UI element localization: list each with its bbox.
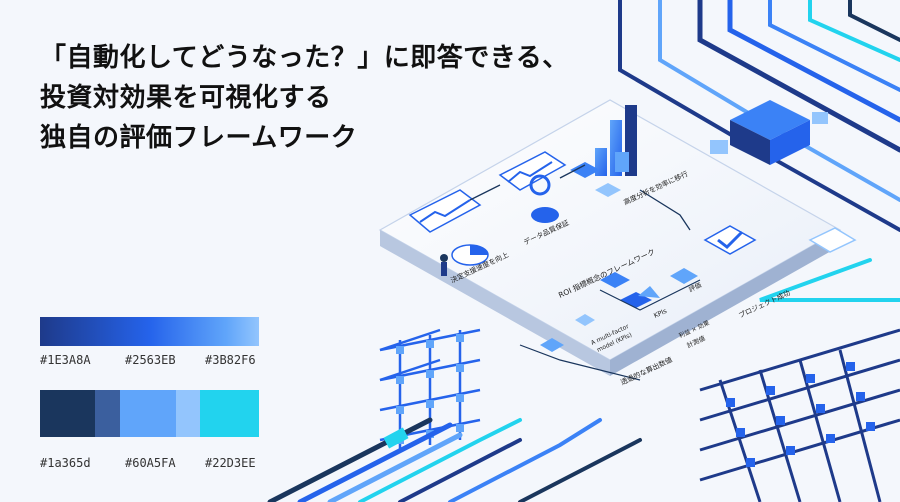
cable-plug	[383, 427, 409, 449]
flow-cards	[408, 105, 691, 276]
lattice-right-nodes	[726, 362, 875, 467]
primary-color-label-1: #1E3A8A	[40, 353, 91, 367]
headline: 「自動化してどうなった？」に即答できる、 投資対効果を可視化する 独自の評価フレ…	[40, 38, 600, 158]
swatch-sky-blue	[120, 390, 176, 437]
secondary-color-label-3: #22D3EE	[205, 456, 256, 470]
headline-line-2: 投資対効果を可視化する	[40, 83, 332, 113]
swatch-light-blue	[176, 390, 200, 437]
secondary-swatches	[40, 390, 259, 437]
lattice-right	[699, 328, 900, 502]
connector-block	[710, 100, 828, 165]
headline-line-3: 独自の評価フレームワーク	[40, 123, 358, 153]
cables-bottom-left	[267, 417, 642, 502]
swatch-navy	[40, 390, 95, 437]
primary-color-label-3: #3B82F6	[205, 353, 256, 367]
swatch-cyan	[200, 390, 259, 437]
roi-nodes	[519, 225, 857, 381]
cables-top-right	[618, 0, 900, 302]
secondary-color-label-2: #60A5FA	[125, 456, 176, 470]
headline-line-1: 「自動化してどうなった？」に即答できる、	[40, 43, 569, 73]
secondary-color-label-1: #1a365d	[40, 456, 91, 470]
swatch-mid-blue	[95, 390, 120, 437]
primary-gradient-swatch	[40, 317, 259, 346]
primary-color-label-2: #2563EB	[125, 353, 176, 367]
